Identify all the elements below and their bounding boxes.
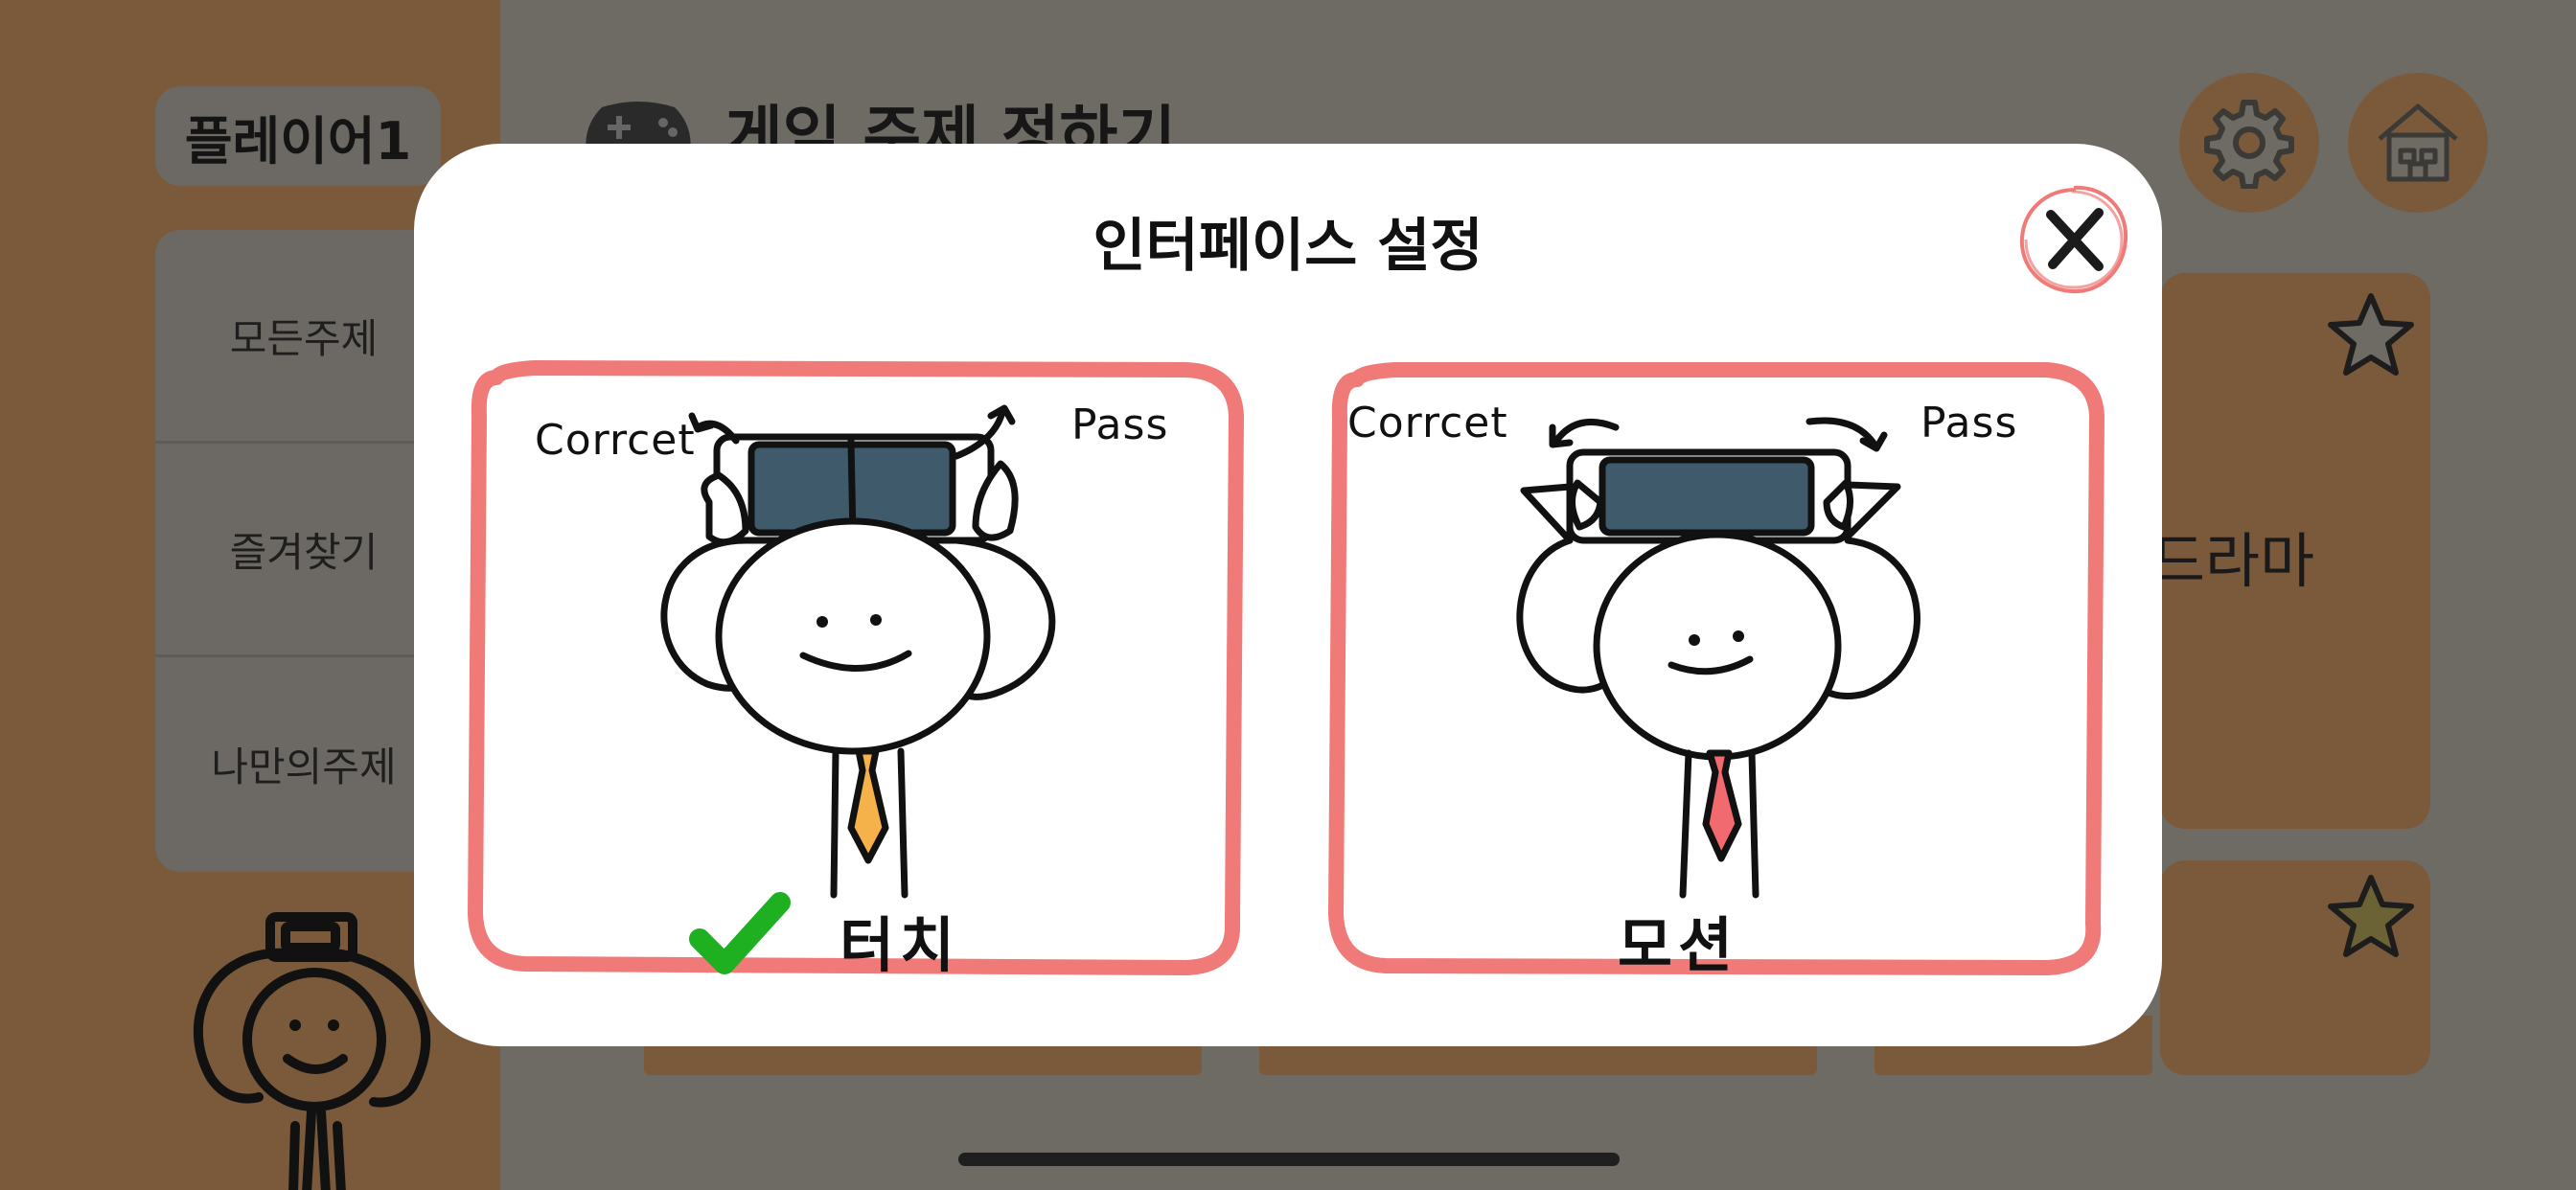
sidebar-item-my-topics[interactable]: 나만의주제 <box>155 657 500 871</box>
option-label: 모션 <box>1618 910 1739 980</box>
pass-hint: Pass <box>1920 399 2018 447</box>
option-label: 터치 <box>840 910 961 980</box>
interface-settings-dialog: 인터페이스 설정 <box>414 144 2162 1046</box>
pass-hint: Pass <box>1071 400 1169 449</box>
card-label: 드라마 <box>2150 526 2315 596</box>
correct-hint: Corrcet <box>535 416 696 465</box>
gear-icon <box>2204 100 2294 189</box>
home-icon <box>2378 103 2458 182</box>
home-button[interactable] <box>2348 73 2488 213</box>
sidebar-item-all-topics[interactable]: 모든주제 <box>155 230 500 444</box>
dialog-title: 인터페이스 설정 <box>1092 213 1484 280</box>
sidebar-item-label: 나만의주제 <box>211 744 397 790</box>
correct-hint: Corrcet <box>1347 399 1508 447</box>
topic-card[interactable] <box>2160 860 2430 1075</box>
gamepad-icon <box>586 102 691 153</box>
mascot-icon <box>193 912 431 1190</box>
topic-card-drama[interactable]: 드라마 <box>2150 273 2430 829</box>
option-motion[interactable]: Corrcet Pass 모션 <box>1319 349 2114 985</box>
star-outline-icon[interactable] <box>2325 290 2417 378</box>
sidebar-item-label: 모든주제 <box>229 314 379 362</box>
settings-button[interactable] <box>2179 73 2319 213</box>
motion-illustration <box>1328 362 2104 975</box>
home-indicator[interactable] <box>958 1153 1620 1166</box>
sidebar-item-favorites[interactable]: 즐겨찾기 <box>155 444 500 657</box>
player-badge[interactable]: 플레이어1 <box>155 86 441 186</box>
option-touch[interactable]: Corrcet Pass 터치 <box>458 349 1254 985</box>
touch-illustration <box>468 360 1244 975</box>
close-icon[interactable] <box>2016 182 2131 297</box>
star-filled-icon[interactable] <box>2325 872 2417 960</box>
sidebar-item-label: 즐겨찾기 <box>229 528 379 576</box>
